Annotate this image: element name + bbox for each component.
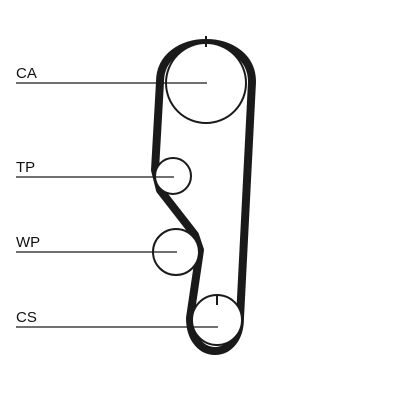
tensioner-label: TP [16, 159, 36, 176]
camshaft-label: CA [16, 65, 37, 82]
water-pump-label: WP [16, 234, 41, 251]
tensioner-pulley [154, 157, 192, 195]
crankshaft-pulley [191, 294, 243, 346]
crankshaft-label: CS [16, 309, 37, 326]
